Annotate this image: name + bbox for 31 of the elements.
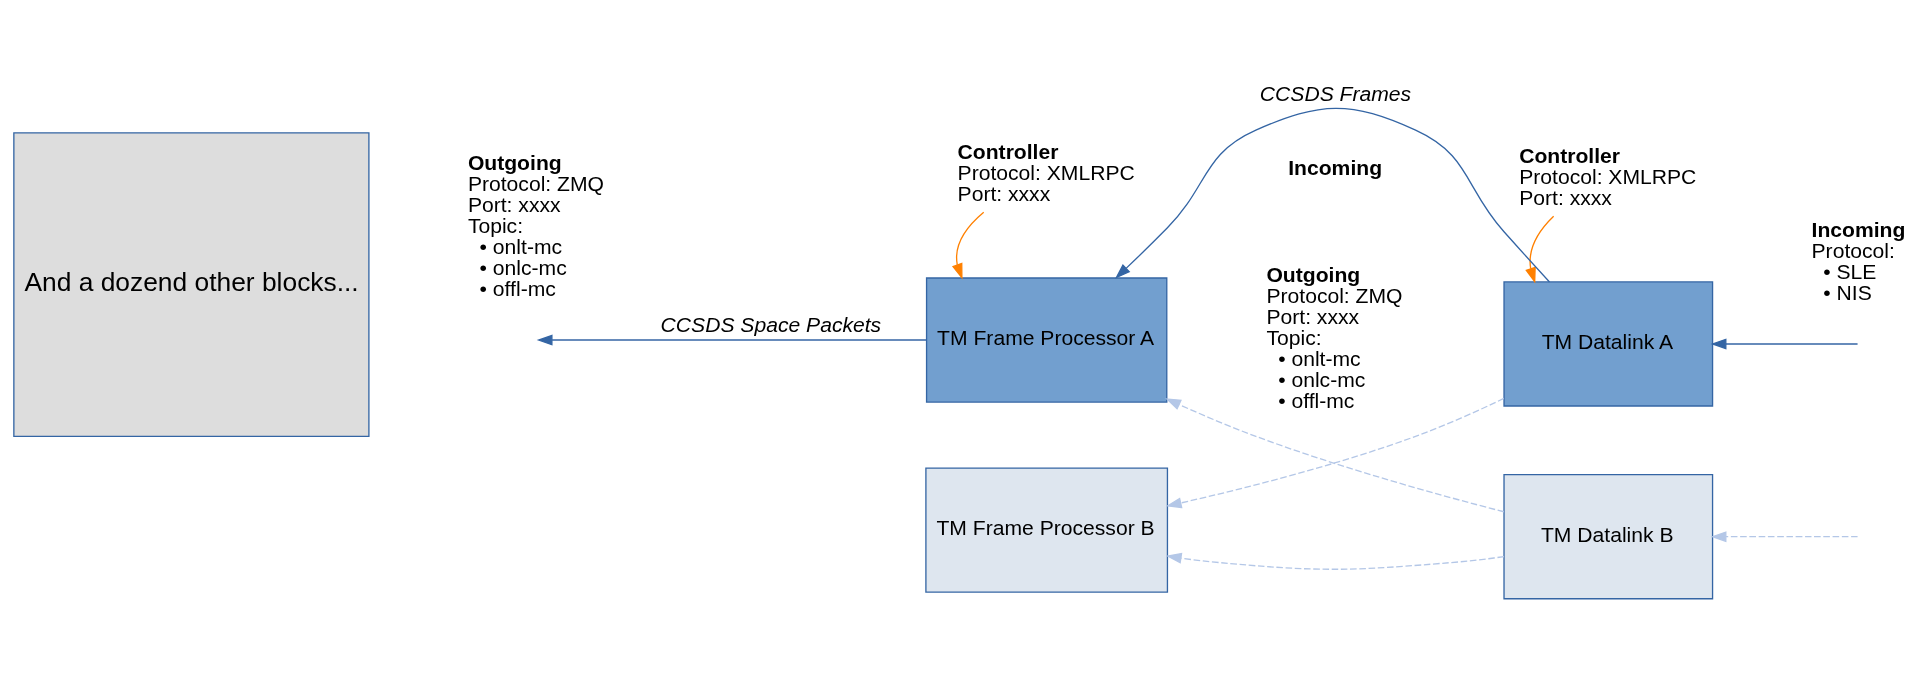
label: Topic: — [1266, 326, 1322, 350]
node-text: Controller Protocol: XMLRPC Port: xxxx — [957, 139, 1135, 206]
arrow — [1710, 338, 1859, 350]
label: • NIS — [1823, 281, 1872, 305]
label: • offl-mc — [1278, 389, 1355, 413]
arrow — [1710, 531, 1859, 543]
node-text: Controller Protocol: XMLRPC Port: xxxx — [1519, 143, 1697, 210]
arrow — [1525, 215, 1555, 284]
arrow — [1115, 107, 1551, 283]
edge-label: CCSDS Space Packets — [660, 312, 882, 336]
label: Topic: — [467, 213, 524, 237]
node-box: TM Frame Processor A — [925, 277, 1168, 403]
node-box: TM Frame Processor B — [925, 467, 1169, 593]
node-box: TM Datalink B — [1503, 474, 1714, 600]
label: Protocol: — [1811, 238, 1895, 262]
label: Outgoing — [1266, 262, 1361, 286]
arrow — [536, 334, 928, 346]
label: • onlc-mc — [1278, 368, 1366, 392]
node-box: TM Datalink A — [1503, 281, 1714, 407]
label: Incoming — [1288, 155, 1383, 179]
label: Port: xxxx — [467, 192, 561, 216]
node-box: And a dozend other blocks... — [13, 132, 370, 438]
edge-label: CCSDS Frames — [1259, 81, 1412, 105]
label: Incoming — [1811, 217, 1906, 241]
label: • SLE — [1823, 260, 1877, 284]
label: Outgoing — [467, 150, 562, 174]
label: • onlc-mc — [479, 256, 567, 280]
arrow — [1165, 552, 1505, 570]
label: • offl-mc — [479, 277, 556, 301]
label: Port: xxxx — [1266, 304, 1360, 328]
arrow — [951, 211, 985, 280]
